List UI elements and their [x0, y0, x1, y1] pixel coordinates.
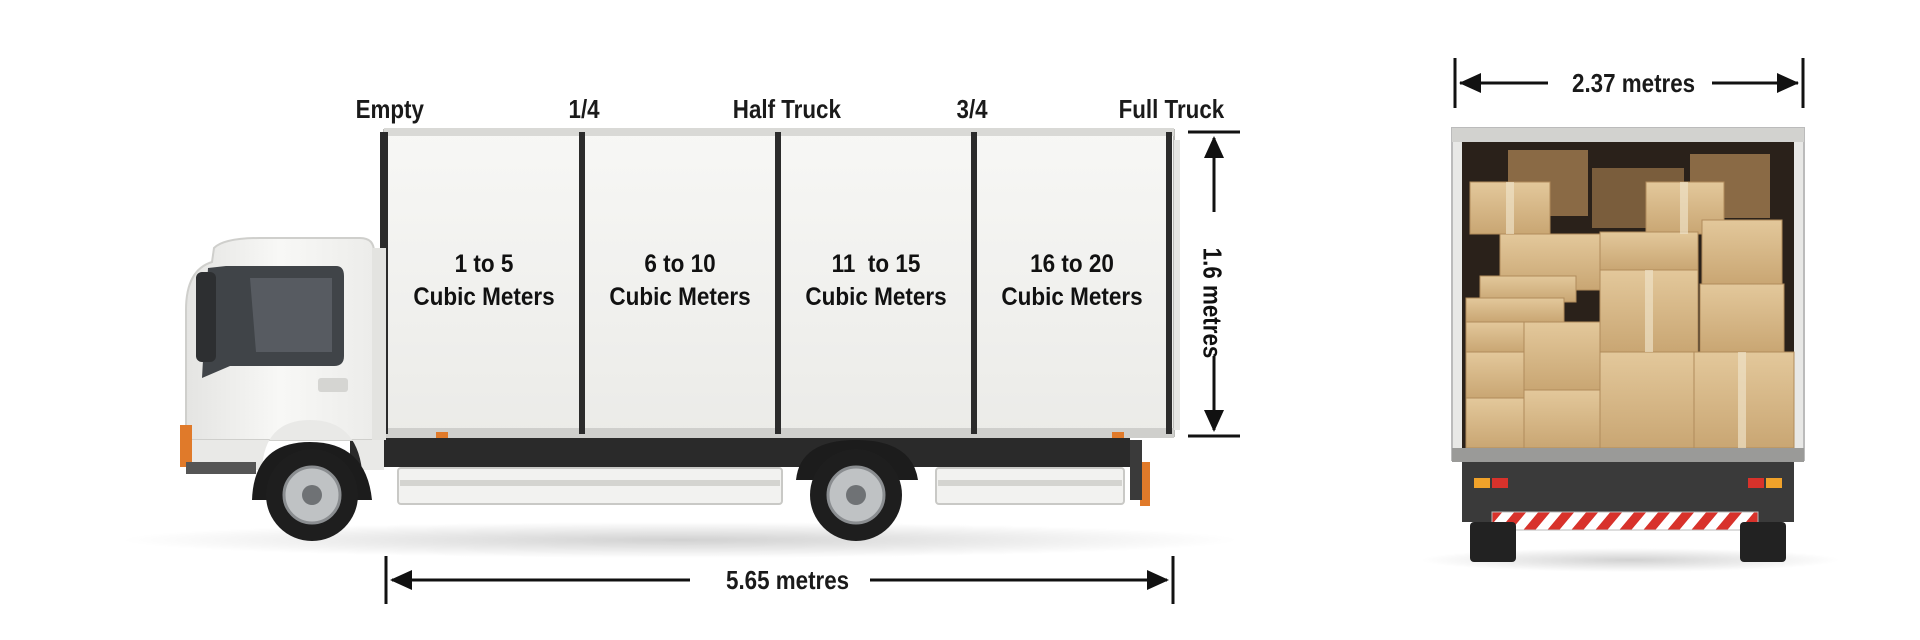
- divider-full: [1166, 132, 1172, 434]
- rear-light-left-amber: [1474, 478, 1490, 488]
- side-truck: [180, 128, 1180, 541]
- section-2-range: 6 to 10: [644, 250, 716, 278]
- rear-roof-rail: [1452, 128, 1804, 142]
- height-dimension-arrow: [1188, 130, 1240, 438]
- length-label: 5.65 metres: [726, 565, 850, 595]
- divider-half: [775, 132, 781, 434]
- rear-light-right-amber: [1766, 478, 1782, 488]
- rear-truck-shadow: [1420, 548, 1840, 572]
- cargo-box-15: [1465, 397, 1525, 449]
- side-mirror: [196, 272, 216, 362]
- rear-bumper-post: [1130, 440, 1142, 500]
- cab-lower-panel: [186, 420, 384, 470]
- width-dimension-arrow: [1453, 58, 1805, 108]
- front-bumper: [186, 462, 256, 474]
- width-label: 2.37 metres: [1572, 68, 1696, 98]
- divider-quarter: [579, 132, 585, 434]
- height-label: 1.6 metres: [1197, 247, 1228, 359]
- box-tape-4: [1738, 352, 1746, 448]
- cargo-box-5: [1701, 219, 1783, 285]
- box-tape-3: [1645, 270, 1653, 352]
- cargo-box-4: [1599, 231, 1699, 271]
- fill-level-full: Full Truck: [1118, 94, 1225, 124]
- cargo-box-7: [1465, 297, 1565, 323]
- section-2-unit: Cubic Meters: [609, 283, 751, 311]
- rear-wheel-left: [1470, 522, 1516, 562]
- marker-light-2: [1112, 432, 1124, 438]
- cargo-box-16: [1523, 389, 1601, 449]
- cargo-box-11: [1523, 321, 1601, 391]
- cargo-box-9: [1699, 283, 1785, 353]
- rear-reflector-bar: [1491, 511, 1759, 531]
- cargo-box-13: [1599, 351, 1695, 449]
- section-4-range: 16 to 20: [1030, 250, 1114, 278]
- rear-truck: [1451, 127, 1805, 562]
- marker-light-1: [436, 432, 448, 438]
- rear-light-right-red: [1748, 478, 1764, 488]
- fill-level-empty: Empty: [355, 94, 424, 124]
- side-guard-front-rail: [400, 480, 780, 486]
- box-tape-1: [1506, 182, 1514, 234]
- cab-back-pillar: [372, 248, 386, 440]
- rear-wheel: [796, 440, 918, 541]
- side-truck-shadow: [120, 522, 1240, 558]
- rear-sill: [1452, 448, 1804, 462]
- fill-level-three-quarter: 3/4: [956, 94, 988, 124]
- section-4-unit: Cubic Meters: [1001, 283, 1143, 311]
- rear-wheel-right: [1740, 522, 1786, 562]
- cargo-box-10: [1465, 321, 1525, 353]
- section-1-range: 1 to 5: [454, 250, 514, 278]
- length-dimension-arrow: [384, 556, 1175, 604]
- cab-indicator: [180, 425, 192, 467]
- rear-side-light: [1140, 462, 1150, 506]
- section-4-label: 16 to 20 Cubic Meters: [984, 248, 1160, 314]
- cab-window-reflection: [250, 278, 332, 352]
- section-3-unit: Cubic Meters: [805, 283, 947, 311]
- box-tape-2: [1680, 182, 1688, 234]
- door-handle: [318, 378, 348, 392]
- rear-light-left-red: [1492, 478, 1508, 488]
- divider-three-quarter: [971, 132, 977, 434]
- fill-level-quarter: 1/4: [568, 94, 600, 124]
- chassis-frame: [350, 437, 1130, 467]
- section-3-label: 11 to 15 Cubic Meters: [788, 248, 964, 314]
- cargo-box-12: [1465, 351, 1525, 399]
- side-guard-rear-rail: [938, 480, 1122, 486]
- rear-door-edge: [1174, 140, 1180, 430]
- fill-level-half: Half Truck: [732, 94, 841, 124]
- section-2-label: 6 to 10 Cubic Meters: [592, 248, 768, 314]
- section-1-unit: Cubic Meters: [413, 283, 555, 311]
- section-1-label: 1 to 5 Cubic Meters: [396, 248, 572, 314]
- front-wheel: [252, 442, 372, 541]
- section-3-range: 11 to 15: [831, 250, 921, 278]
